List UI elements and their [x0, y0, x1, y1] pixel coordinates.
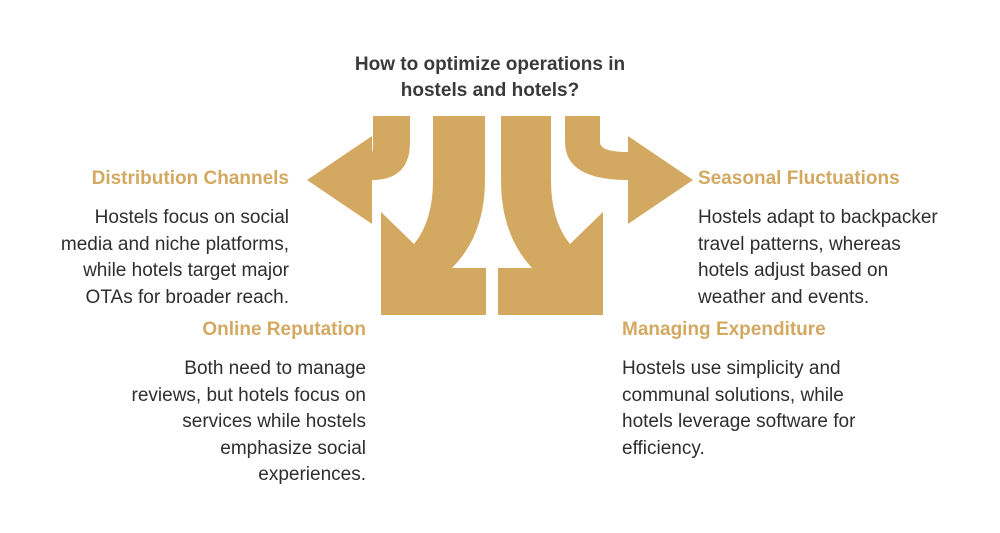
arrow-seasonal-fluctuations	[565, 116, 693, 224]
arrow-managing-expenditure	[498, 116, 603, 315]
description-line: Hostels adapt to backpacker	[698, 207, 938, 228]
description-line: communal solutions, while	[622, 384, 844, 406]
managing-expenditure-description: Hostels use simplicity and communal solu…	[622, 356, 855, 462]
description-line: reviews, but hotels focus on	[131, 384, 366, 406]
distribution-channels-heading: Distribution Channels	[91, 168, 289, 189]
arrow-online-reputation	[381, 116, 486, 315]
seasonal-fluctuations-heading: Seasonal Fluctuations	[698, 168, 900, 189]
online-reputation-description: Both need to manage reviews, but hotels …	[132, 356, 366, 489]
description-line: hotels leverage software for	[622, 411, 856, 432]
description-line: hotels adjust based on	[698, 260, 889, 281]
seasonal-fluctuations-description: Hostels adapt to backpacker travel patte…	[698, 205, 938, 311]
description-line: while hotels target major	[83, 260, 289, 281]
title-line-1: How to optimize operations in	[354, 54, 626, 75]
managing-expenditure-heading: Managing Expenditure	[622, 319, 826, 340]
description-line: services while hostels	[182, 411, 366, 432]
diagram-title: How to optimize operations in hostels an…	[300, 52, 680, 104]
description-line: Hostels focus on social	[94, 207, 289, 228]
description-line: Hostels use simplicity and	[622, 358, 841, 379]
description-line: efficiency.	[622, 437, 705, 459]
description-line: emphasize social	[220, 437, 366, 459]
description-line: Both need to manage	[184, 358, 366, 379]
description-line: weather and events.	[698, 286, 870, 308]
description-line: OTAs for broader reach.	[85, 286, 289, 308]
arrow-distribution	[307, 116, 410, 224]
title-line-2: hostels and hotels?	[400, 80, 580, 101]
distribution-channels-description: Hostels focus on social media and niche …	[61, 205, 289, 311]
online-reputation-heading: Online Reputation	[202, 319, 366, 340]
description-line: experiences.	[258, 464, 366, 485]
description-line: media and niche platforms,	[60, 233, 289, 255]
description-line: travel patterns, whereas	[698, 233, 901, 255]
